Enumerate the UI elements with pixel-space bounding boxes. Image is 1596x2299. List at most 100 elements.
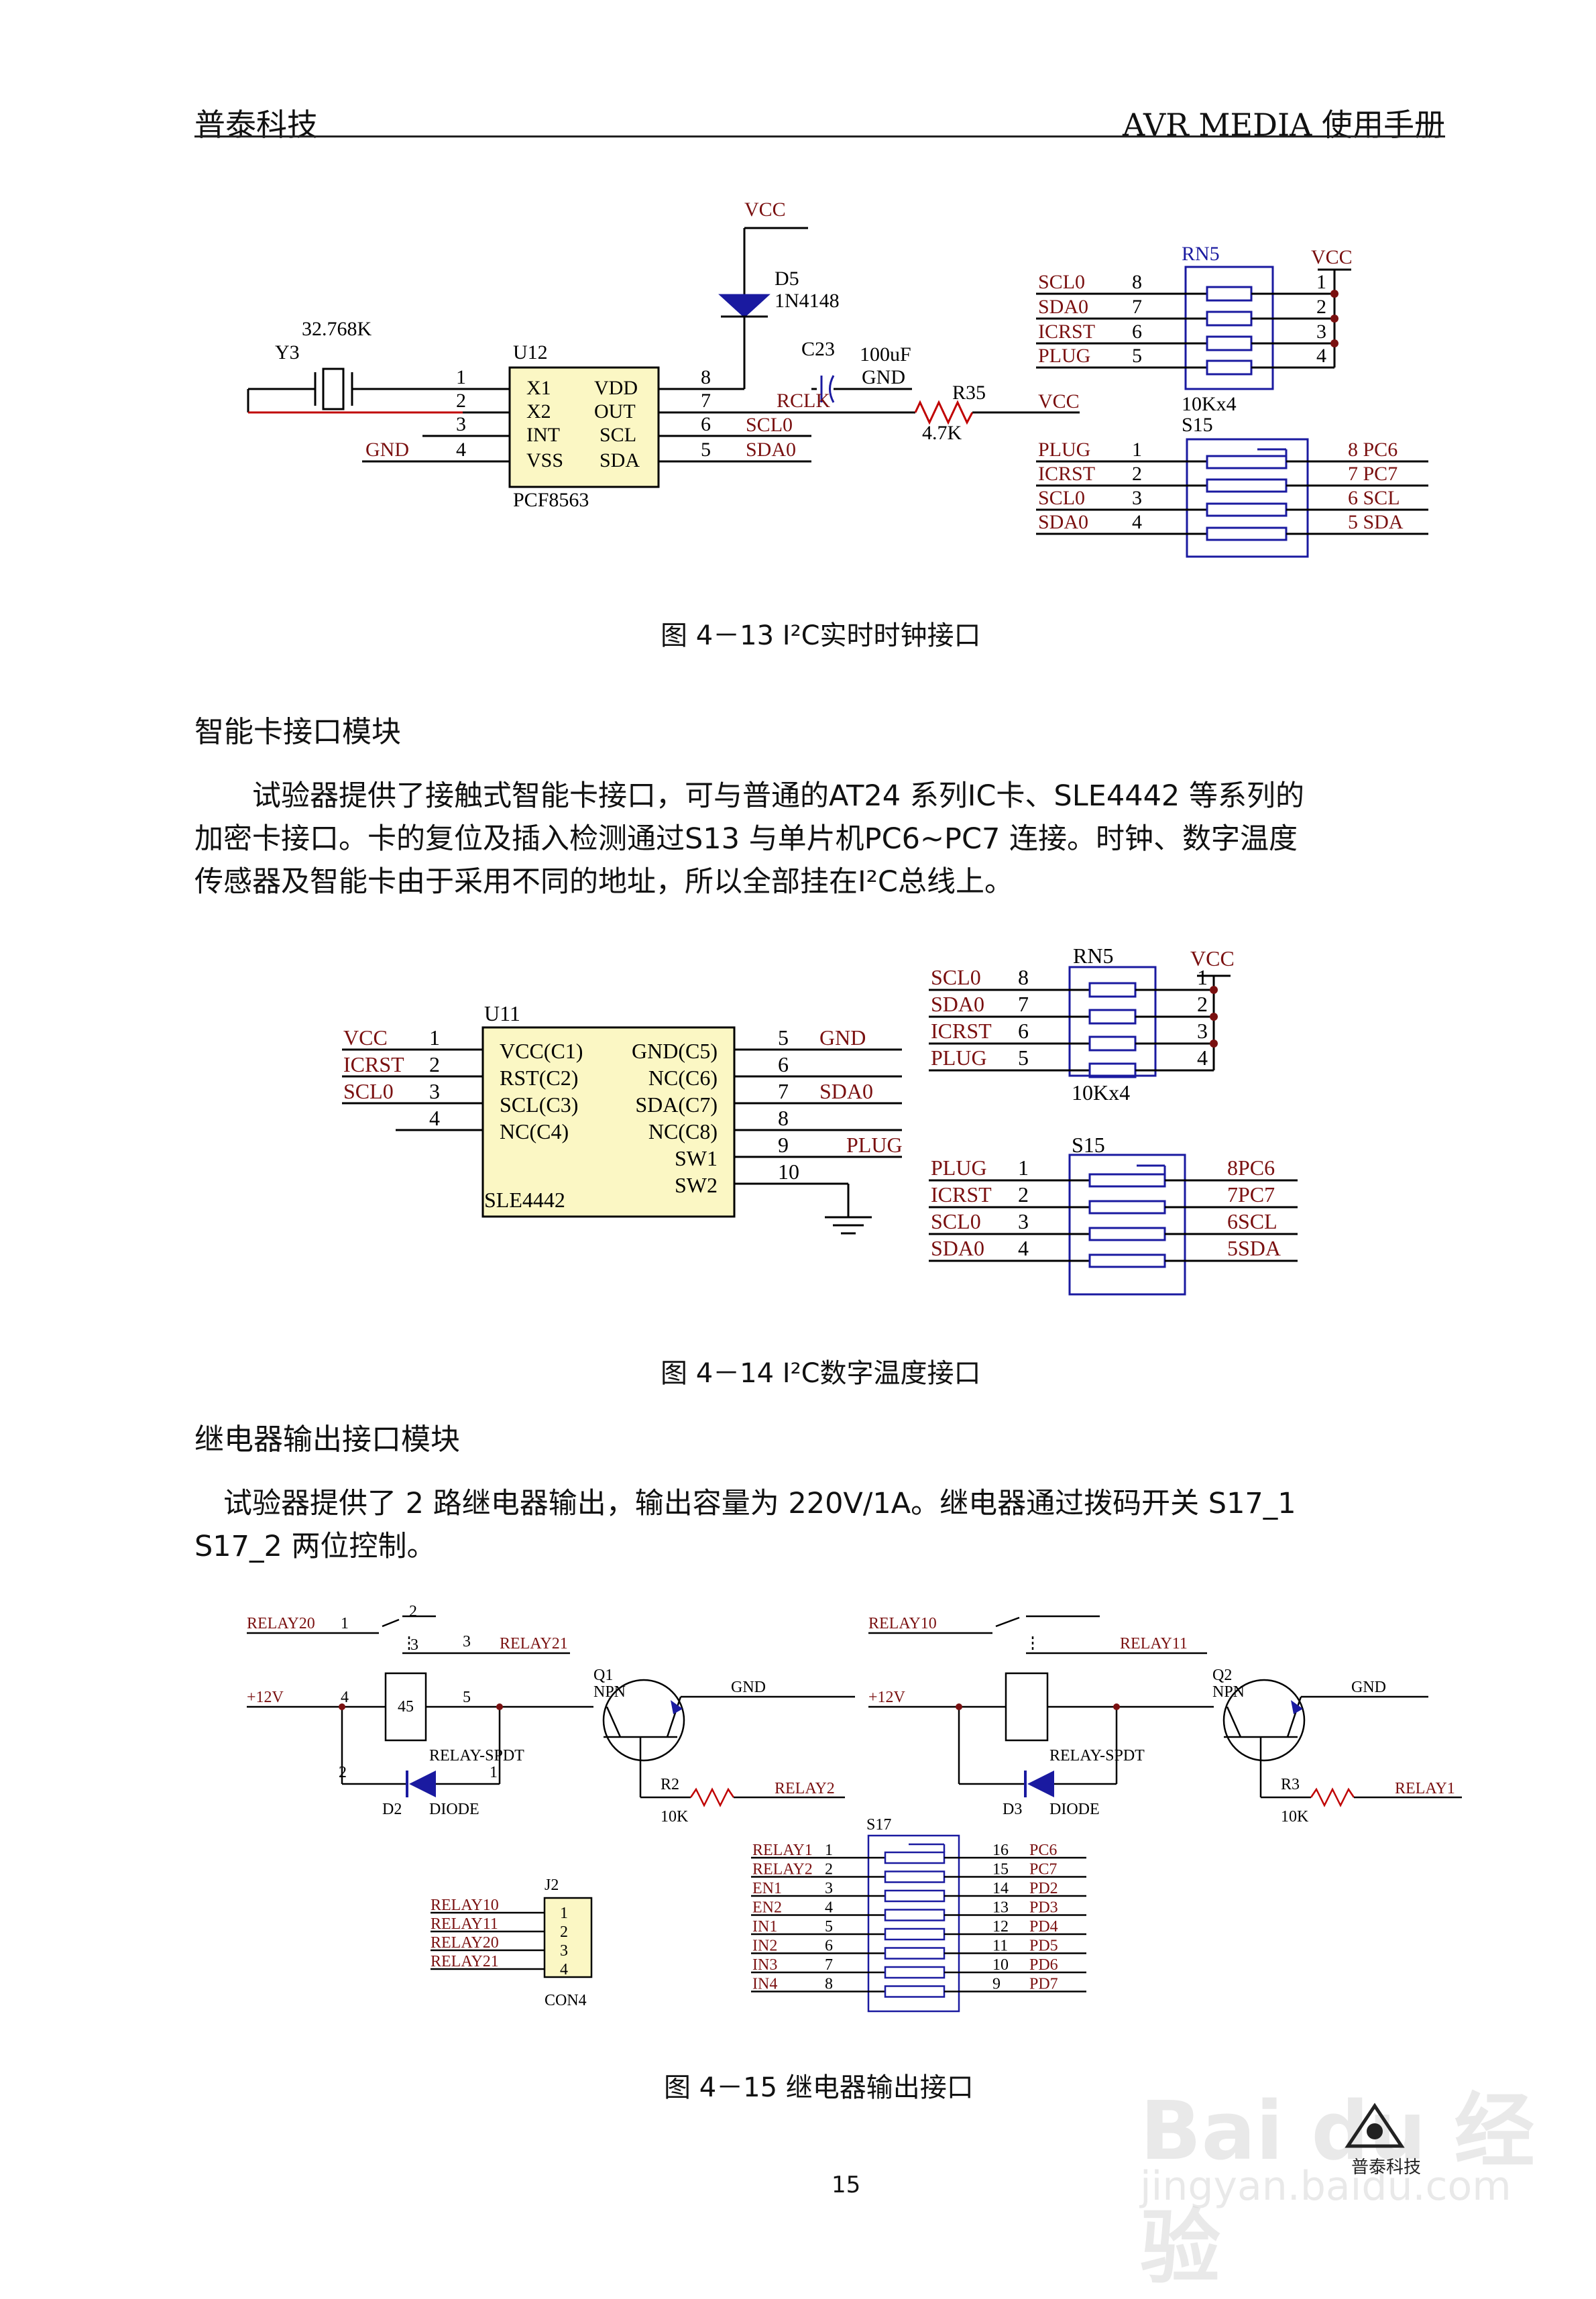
sw2-net-l1: PLUG (931, 1156, 987, 1180)
j2-net-3: RELAY20 (431, 1934, 499, 1952)
sw-net-l4: SDA0 (1038, 511, 1088, 533)
relay-pin-4: 4 (341, 1689, 349, 1706)
u11-num-6: 6 (778, 1052, 789, 1076)
u11-net-gnd: GND (819, 1025, 866, 1050)
rn-net-1: SCL0 (1038, 271, 1085, 293)
rn5-value: 10Kx4 (1182, 393, 1237, 415)
s17-pin-right: 12 (992, 1918, 1009, 1936)
u11-pin-c2: RST(C2) (500, 1066, 578, 1090)
u12-pin2: 2 (456, 390, 466, 412)
s17-net-right: PC7 (1029, 1861, 1057, 1879)
net-relay21: RELAY21 (500, 1635, 568, 1652)
sw2-pin-l3: 3 (1018, 1209, 1029, 1233)
q2-ref: Q2 (1212, 1667, 1232, 1684)
relay-pin-2: 2 (409, 1603, 417, 1620)
relay-pin-5: 5 (463, 1689, 471, 1706)
s17-pin-right: 10 (992, 1956, 1009, 1974)
section-heading-relay: 继电器输出接口模块 (194, 1422, 460, 1457)
u11-pin-c1: VCC(C1) (500, 1039, 583, 1063)
sw-net-r1: 8 PC6 (1348, 439, 1398, 461)
s17-net-right: PC6 (1029, 1842, 1057, 1859)
j2-net-4: RELAY21 (431, 1953, 499, 1970)
paragraph-line: 传感器及智能卡由于采用不同的地址，所以全部挂在I²C总线上。 (194, 865, 1013, 899)
sw-net-l1: PLUG (1038, 439, 1090, 461)
u12-pin5: 5 (701, 439, 711, 461)
paragraph-line: 试验器提供了 2 路继电器输出，输出容量为 220V/1A。继电器通过拨码开关 … (194, 1487, 1296, 1520)
sw-net-l3: SCL0 (1038, 487, 1085, 509)
paragraph-line: 试验器提供了接触式智能卡接口，可与普通的AT24 系列IC卡、SLE4442 等… (194, 779, 1304, 813)
paragraph-relay: 试验器提供了 2 路继电器输出，输出容量为 220V/1A。继电器通过拨码开关 … (194, 1482, 1296, 1568)
s17-pin-right: 9 (992, 1976, 1001, 1993)
rn2-pin-l4: 5 (1018, 1046, 1029, 1070)
sw-net-r4: 5 SDA (1348, 511, 1404, 533)
q1-type: NPN (593, 1683, 626, 1701)
u12-vdd: VDD (594, 377, 638, 399)
relay-part-left: RELAY-SPDT (429, 1747, 524, 1764)
u12-x1: X1 (526, 377, 551, 399)
sw2-net-r1: 8PC6 (1227, 1156, 1275, 1180)
s17-pin-right: 15 (992, 1861, 1009, 1879)
net-relay20: RELAY20 (247, 1615, 315, 1632)
u11-num-8: 8 (778, 1106, 789, 1130)
u11-pin-c7: SDA(C7) (635, 1092, 718, 1117)
paragraph-line: 加密卡接口。卡的复位及插入检测通过S13 与单片机PC6~PC7 连接。时钟、数… (194, 822, 1298, 856)
u11-num-10: 10 (778, 1160, 799, 1184)
rn5-value-2: 10Kx4 (1072, 1080, 1130, 1105)
rn-pin-l4: 5 (1132, 345, 1142, 367)
sw-pin-l3: 3 (1132, 487, 1142, 509)
s17-net-right: PD6 (1029, 1956, 1058, 1974)
u12-scl: SCL (600, 424, 636, 446)
u11-pin-c6: NC(C6) (648, 1066, 718, 1090)
s17-pin-right: 16 (992, 1842, 1009, 1859)
paragraph-smartcard: 试验器提供了接触式智能卡接口，可与普通的AT24 系列IC卡、SLE4442 等… (194, 775, 1304, 903)
s17-net-right: PD3 (1029, 1899, 1058, 1917)
crystal-ref: Y3 (275, 341, 300, 363)
relay-coil-label: 45 (398, 1698, 414, 1716)
u11-num-1: 1 (429, 1025, 440, 1050)
r35-ref: R35 (952, 382, 986, 404)
rn-pin-l3: 6 (1132, 321, 1142, 343)
j2-net-1: RELAY10 (431, 1897, 499, 1914)
net-relay2: RELAY2 (775, 1780, 835, 1797)
s17-ref: S17 (866, 1816, 891, 1834)
net-12v-left: +12V (247, 1689, 284, 1706)
c23-value: 100uF (860, 343, 911, 366)
rn-pin-r4: 4 (1316, 345, 1326, 367)
sw2-pin-l1: 1 (1018, 1156, 1029, 1180)
u12-pin1: 1 (456, 366, 466, 388)
s17-pin-right: 14 (992, 1880, 1009, 1897)
u11-pin-c3: SCL(C3) (500, 1092, 578, 1117)
rn-net-4: PLUG (1038, 345, 1090, 367)
rn2-pin-r1: 1 (1197, 965, 1208, 989)
u11-pin-c4: NC(C4) (500, 1119, 569, 1143)
d2-part: DIODE (429, 1801, 479, 1818)
logo-text: 普泰科技 (1351, 2157, 1421, 2177)
c23-gnd: GND (862, 366, 905, 388)
j2-pin-3: 3 (560, 1942, 568, 1960)
rn-pin-r3: 3 (1316, 321, 1326, 343)
vcc-label: VCC (744, 199, 786, 221)
j2-pin-4: 4 (560, 1961, 568, 1978)
u11-num-5: 5 (778, 1025, 789, 1050)
rn2-pin-r3: 3 (1197, 1019, 1208, 1043)
u11-num-7: 7 (778, 1079, 789, 1103)
s17-pin-left: 2 (825, 1861, 833, 1879)
u12-ref: U12 (513, 341, 548, 363)
sw-pin-l1: 1 (1132, 439, 1142, 461)
u12-pin4: 4 (456, 439, 466, 461)
d3-ref: D3 (1003, 1801, 1022, 1818)
q1-ref: Q1 (593, 1667, 613, 1684)
sw-net-l2: ICRST (1038, 463, 1095, 485)
figure-caption-4-15: 图 4－15 继电器输出接口 (664, 2072, 974, 2103)
r2-value: 10K (661, 1808, 689, 1826)
u11-pin-sw1: SW1 (675, 1146, 718, 1170)
rn5-vcc-2: VCC (1190, 946, 1235, 970)
r3-value: 10K (1281, 1808, 1309, 1826)
s17-net-left: IN4 (752, 1976, 777, 1993)
q2-type: NPN (1212, 1683, 1245, 1701)
relay-part-right: RELAY-SPDT (1049, 1747, 1145, 1764)
